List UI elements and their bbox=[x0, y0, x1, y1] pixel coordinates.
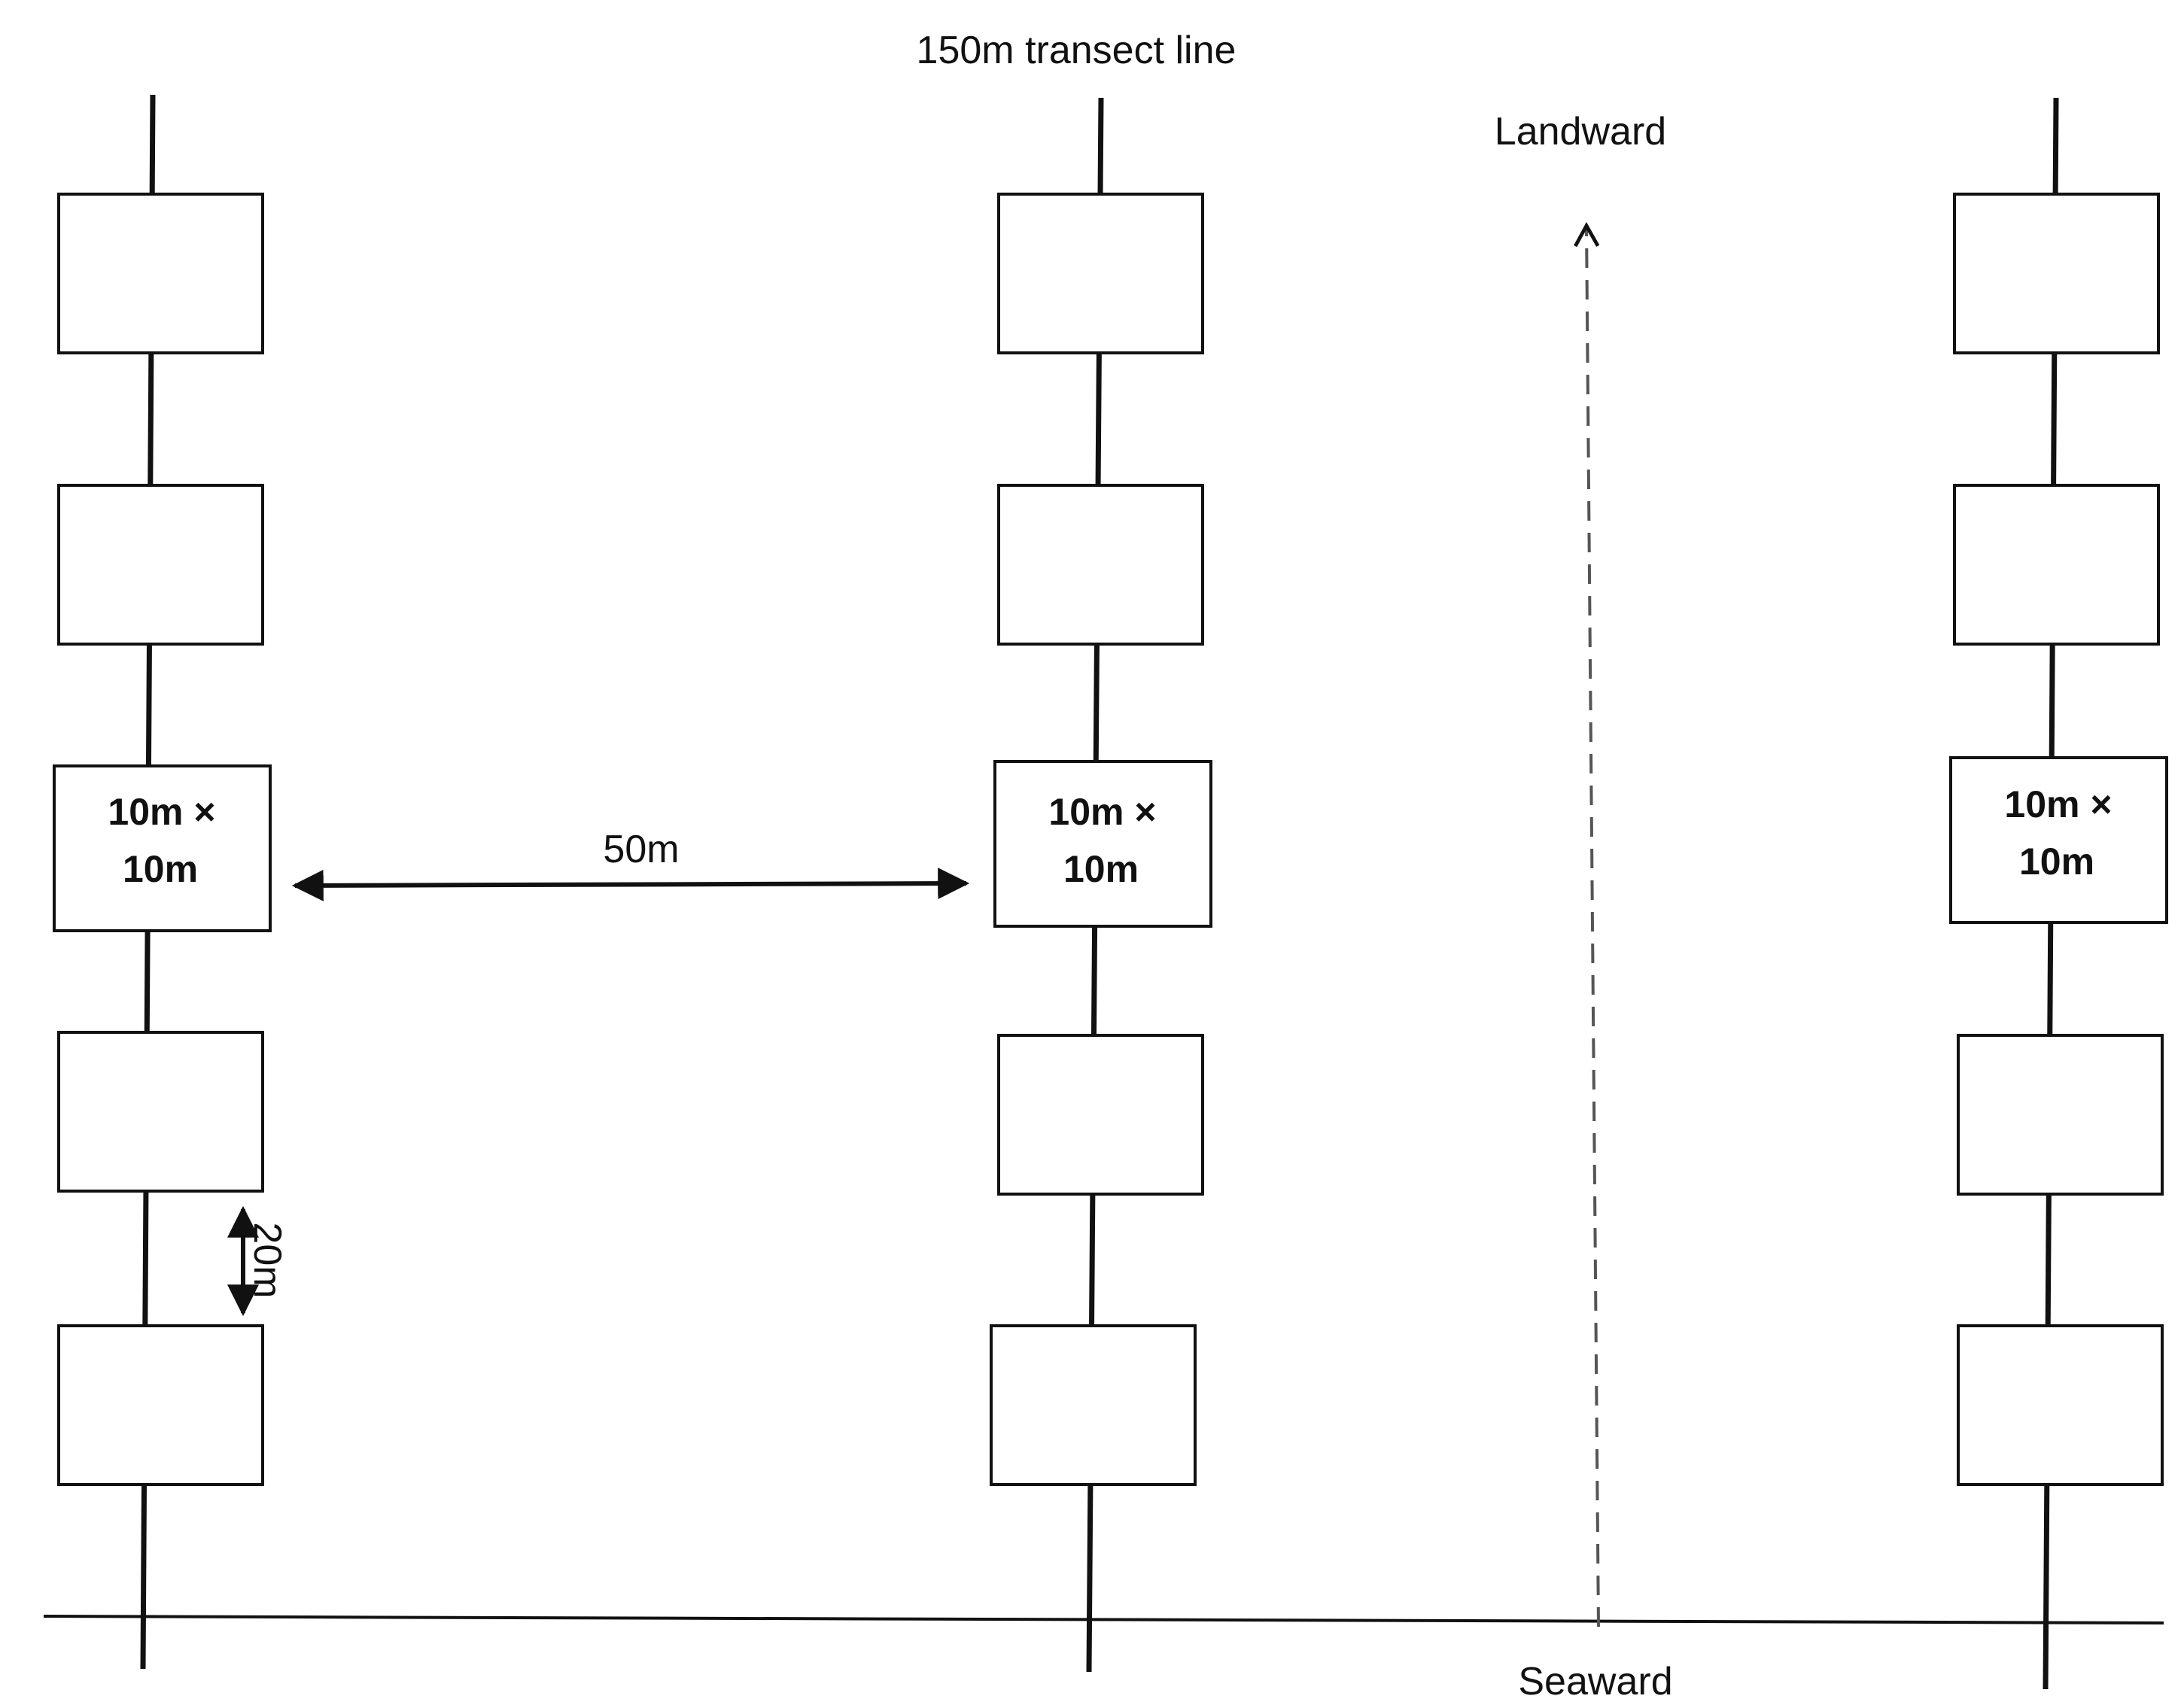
plot-gap-measure: 20m bbox=[227, 1205, 289, 1317]
plot-size-label: 10m × bbox=[108, 791, 215, 833]
plot-quadrat bbox=[1957, 1324, 2164, 1486]
transect-1: 10m × 10m bbox=[53, 94, 272, 1670]
plot-quadrat bbox=[57, 193, 264, 354]
plot-size-label: 10m bbox=[123, 848, 198, 890]
plot-quadrat bbox=[57, 1031, 264, 1193]
plot-size-label: 10m bbox=[2019, 840, 2094, 883]
landward-arrow bbox=[1574, 222, 1600, 1627]
plot-quadrat bbox=[53, 764, 272, 932]
plot-quadrat bbox=[1953, 193, 2160, 354]
transect-spacing-measure: 50m bbox=[291, 828, 970, 901]
plot-quadrat bbox=[997, 193, 1204, 354]
diagram-title: 150m transect line bbox=[917, 29, 1236, 72]
plot-size-label: 10m × bbox=[1048, 791, 1156, 833]
transect-3: 10m × 10m bbox=[1949, 97, 2168, 1690]
plot-quadrat bbox=[57, 484, 264, 646]
spacing-arrow bbox=[291, 868, 970, 901]
plot-quadrat bbox=[1957, 1034, 2164, 1196]
plot-quadrat bbox=[1949, 756, 2168, 924]
plot-size-label: 10m bbox=[1063, 848, 1139, 890]
shoreline bbox=[43, 1615, 2164, 1624]
plot-quadrat bbox=[1953, 484, 2160, 646]
plot-quadrat bbox=[997, 484, 1204, 646]
plot-quadrat bbox=[997, 1034, 1204, 1196]
plot-quadrat bbox=[57, 1324, 264, 1486]
gap-label: 20m bbox=[245, 1222, 289, 1298]
landward-label: Landward bbox=[1495, 110, 1666, 153]
plot-quadrat bbox=[990, 1324, 1197, 1486]
transect-2: 10m × 10m bbox=[990, 97, 1212, 1673]
seaward-label: Seaward bbox=[1518, 1660, 1672, 1703]
plot-quadrat bbox=[993, 760, 1212, 928]
plot-size-label: 10m × bbox=[2004, 783, 2112, 825]
spacing-label: 50m bbox=[603, 828, 679, 871]
